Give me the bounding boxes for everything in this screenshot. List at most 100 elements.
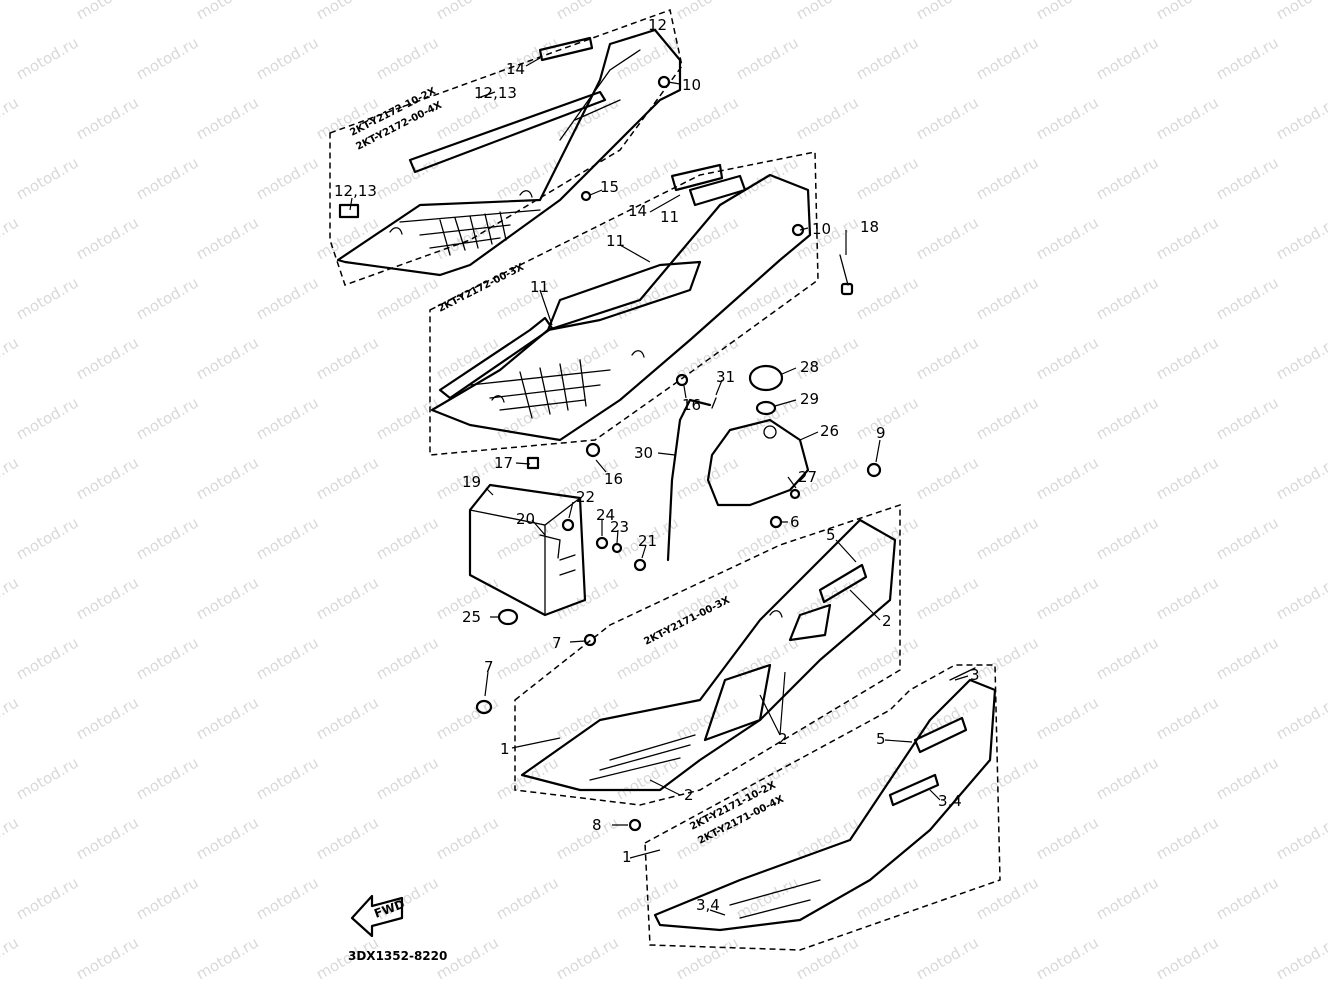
- window-lower-left-b: [788, 603, 832, 642]
- watermark-text: motod.ru: [1033, 693, 1102, 743]
- watermark-text: motod.ru: [1153, 933, 1222, 983]
- grille-upper-right-b: [519, 359, 587, 419]
- watermark-text: motod.ru: [253, 33, 322, 83]
- watermark-text: motod.ru: [1093, 873, 1162, 923]
- battery-box-19-slots: [559, 554, 576, 576]
- watermark-text: motod.ru: [793, 0, 862, 23]
- watermark-text: motod.ru: [1213, 273, 1282, 323]
- nut-18: [840, 282, 854, 296]
- grommet-7-b: [475, 699, 493, 715]
- watermark-text: motod.ru: [1273, 693, 1328, 743]
- watermark-text: motod.ru: [433, 0, 502, 23]
- group-box-upper-right: [429, 151, 819, 456]
- callout-14-mid: 14: [628, 202, 647, 220]
- watermark-text: motod.ru: [73, 573, 142, 623]
- callout-10-top: 10: [682, 76, 701, 94]
- callout-19: 19: [462, 473, 481, 491]
- watermark-text: motod.ru: [0, 0, 22, 23]
- watermark-text: motod.ru: [13, 513, 82, 563]
- watermark-text: motod.ru: [913, 93, 982, 143]
- breather-hose-30: [666, 398, 712, 562]
- watermark-text: motod.ru: [193, 573, 262, 623]
- decal-14-upper: [538, 36, 594, 62]
- watermark-text: motod.ru: [133, 33, 202, 83]
- group-box-upper-left: [329, 9, 683, 286]
- watermark-text: motod.ru: [973, 153, 1042, 203]
- watermark-text: motod.ru: [733, 33, 802, 83]
- decal-14-mid: [670, 163, 724, 192]
- watermark-text: motod.ru: [1153, 213, 1222, 263]
- watermark-text: motod.ru: [1213, 33, 1282, 83]
- watermark-text: motod.ru: [1093, 393, 1162, 443]
- watermark-text: motod.ru: [973, 633, 1042, 683]
- side-cover-lower-left-outline: [520, 518, 897, 792]
- grommet-16-a: [675, 373, 689, 387]
- watermark-text: motod.ru: [913, 933, 982, 983]
- watermark-text: motod.ru: [1033, 813, 1102, 863]
- watermark-text: motod.ru: [613, 753, 682, 803]
- decal-11-mid: [688, 174, 747, 207]
- watermark-text: motod.ru: [1273, 813, 1328, 863]
- watermark-text: motod.ru: [253, 633, 322, 683]
- watermark-text: motod.ru: [613, 393, 682, 443]
- watermark-text: motod.ru: [73, 93, 142, 143]
- clip-17: [526, 456, 540, 470]
- watermark-text: motod.ru: [133, 873, 202, 923]
- watermark-text: motod.ru: [253, 393, 322, 443]
- callout-23: 23: [610, 518, 629, 536]
- callout-7-a: 7: [552, 634, 562, 652]
- watermark-text: motod.ru: [193, 813, 262, 863]
- bolt-22: [561, 518, 575, 532]
- watermark-text: motod.ru: [493, 873, 562, 923]
- watermark-text: motod.ru: [1273, 333, 1328, 383]
- watermark-text: motod.ru: [253, 513, 322, 563]
- watermark-text: motod.ru: [913, 333, 982, 383]
- watermark-text: motod.ru: [13, 393, 82, 443]
- clip-upper-right: [491, 350, 645, 403]
- watermark-text: motod.ru: [0, 333, 22, 383]
- watermark-text: motod.ru: [433, 813, 502, 863]
- watermark-text: motod.ru: [193, 693, 262, 743]
- watermark-text: motod.ru: [0, 813, 22, 863]
- watermark-text: motod.ru: [73, 933, 142, 983]
- callout-9: 9: [876, 424, 886, 442]
- watermark-text: motod.ru: [0, 573, 22, 623]
- watermark-text: motod.ru: [0, 213, 22, 263]
- watermark-text: motod.ru: [1273, 0, 1328, 23]
- watermark-text: motod.ru: [973, 273, 1042, 323]
- watermark-text: motod.ru: [1273, 93, 1328, 143]
- watermark-text: motod.ru: [733, 273, 802, 323]
- watermark-text: motod.ru: [853, 393, 922, 443]
- watermark-text: motod.ru: [1153, 813, 1222, 863]
- watermark-text: motod.ru: [853, 873, 922, 923]
- stripe-lower-right-3: [888, 773, 940, 807]
- watermark-text: motod.ru: [973, 33, 1042, 83]
- watermark-text: motod.ru: [673, 93, 742, 143]
- watermark-text: motod.ru: [0, 933, 22, 983]
- bolt-27: [789, 488, 801, 500]
- watermark-text: motod.ru: [1033, 333, 1102, 383]
- watermark-text: motod.ru: [1153, 573, 1222, 623]
- watermark-text: motod.ru: [0, 693, 22, 743]
- callout-11-mid-b: 11: [606, 232, 625, 250]
- cap-seal-29: [755, 400, 777, 416]
- watermark-text: motod.ru: [913, 453, 982, 503]
- watermark-text: motod.ru: [853, 153, 922, 203]
- watermark-text: motod.ru: [553, 573, 622, 623]
- callout-2-upper: 2: [882, 612, 892, 630]
- watermark-text: motod.ru: [1033, 93, 1102, 143]
- watermark-text: motod.ru: [1033, 453, 1102, 503]
- callout-1-right: 1: [622, 848, 632, 866]
- callout-12-13-left: 12,13: [334, 182, 377, 200]
- watermark-text: motod.ru: [1273, 573, 1328, 623]
- front-arrow-icon: [350, 894, 404, 938]
- callout-28: 28: [800, 358, 819, 376]
- clip-lower-left: [769, 610, 783, 618]
- watermark-text: motod.ru: [0, 453, 22, 503]
- oil-tank-26: [706, 418, 810, 507]
- callout-31: 31: [716, 368, 735, 386]
- callout-7-b: 7: [484, 658, 494, 676]
- watermark-text: motod.ru: [1153, 333, 1222, 383]
- watermark-text: motod.ru: [193, 213, 262, 263]
- callout-15: 15: [600, 178, 619, 196]
